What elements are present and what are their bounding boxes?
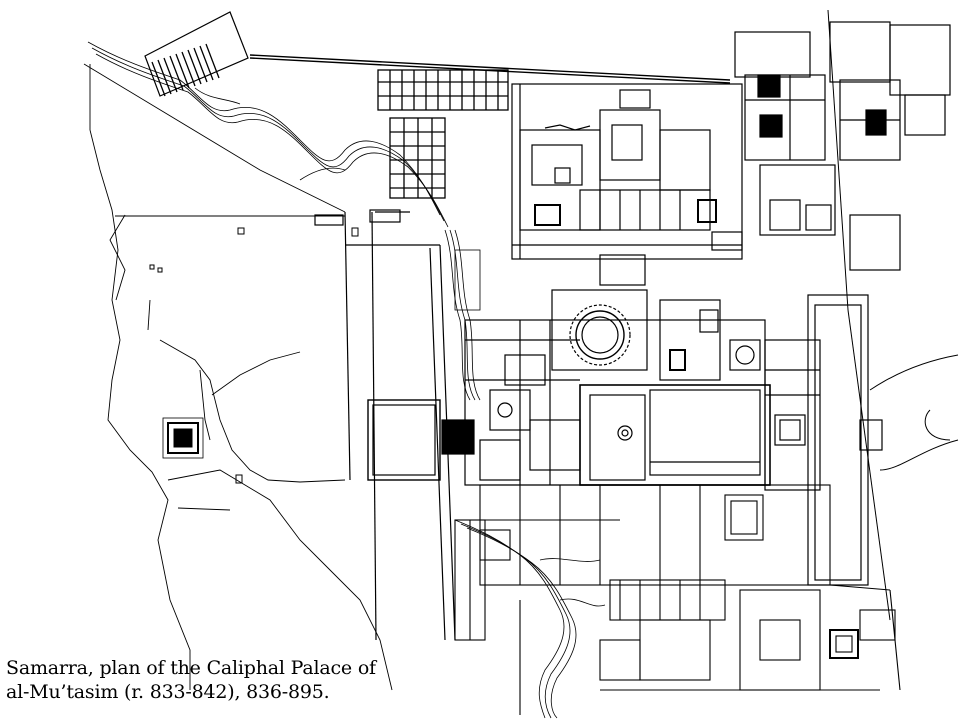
southern-channel <box>454 519 606 719</box>
north-palace-block <box>511 83 743 260</box>
slide-caption: Samarra, plan of the Caliphal Palace of … <box>6 656 436 704</box>
north-wall <box>249 54 731 84</box>
small-markers <box>149 227 359 484</box>
caption-line-1: Samarra, plan of the Caliphal Palace of <box>6 657 376 679</box>
central-esplanade <box>314 209 475 641</box>
southern-complex <box>479 484 901 715</box>
east-wing <box>764 294 883 586</box>
far-northeast-complex <box>829 21 951 271</box>
caption-line-2: al-Mu’tasim (r. 833-842), 836-895. <box>6 681 330 703</box>
esplanade-channel <box>444 229 481 401</box>
southwest-enclosure <box>454 519 511 641</box>
west-fort <box>162 417 204 459</box>
north-court-grid <box>377 69 509 199</box>
central-palace-core <box>464 254 771 486</box>
east-boundary <box>827 9 959 621</box>
northwest-pavilion <box>144 11 249 97</box>
terrain-outline <box>83 63 393 691</box>
northeast-blocks <box>711 31 836 251</box>
